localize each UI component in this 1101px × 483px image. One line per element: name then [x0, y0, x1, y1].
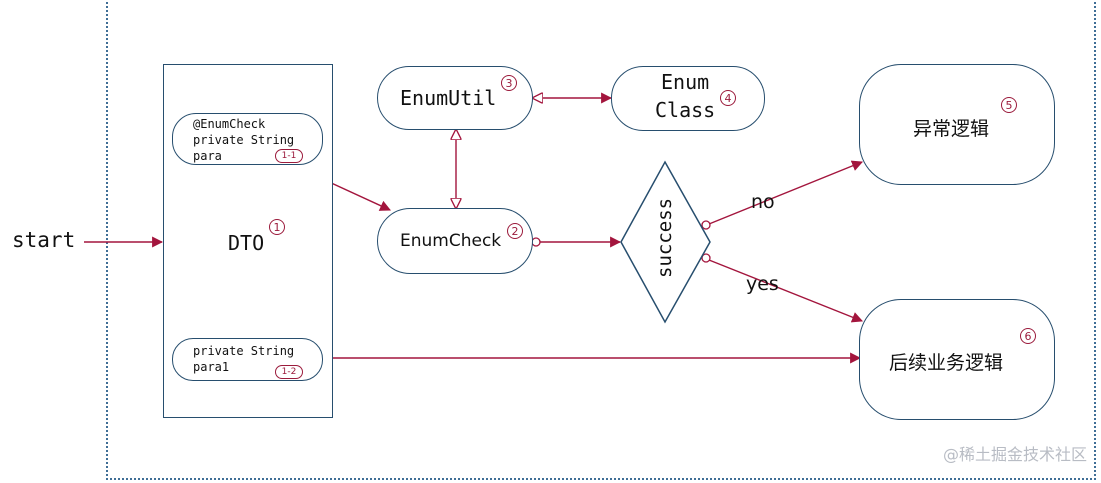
followup-logic-node — [859, 299, 1055, 420]
dto-label: DTO — [228, 231, 265, 255]
edge-label-no: no — [751, 191, 775, 213]
decision-label: success — [654, 197, 676, 278]
edge-label-yes: yes — [746, 273, 779, 295]
field-para-badge: 1-1 — [275, 149, 303, 163]
enumutil-label: EnumUtil — [400, 86, 497, 110]
exception-logic-badge: 5 — [1001, 97, 1017, 113]
start-label: start — [12, 228, 76, 252]
field-para1-line1: private String — [193, 344, 295, 358]
enumcheck-node — [377, 208, 533, 274]
connector-dot — [531, 237, 541, 247]
field-para-line3: para — [193, 149, 222, 163]
arrow-success-to-followup — [708, 259, 864, 323]
enumclass-line2: Class — [655, 98, 716, 122]
enumclass-badge: 4 — [720, 90, 736, 106]
arrow-success-to-exception — [708, 160, 864, 225]
followup-logic-badge: 6 — [1020, 328, 1036, 344]
connector-dot — [701, 253, 711, 263]
field-para-line1: @EnumCheck — [193, 117, 266, 131]
enumclass-node — [611, 66, 765, 131]
field-para1-line2: para1 — [193, 360, 230, 374]
enumcheck-label: EnumCheck — [400, 231, 502, 251]
enumutil-badge: 3 — [501, 75, 517, 91]
exception-logic-node — [859, 64, 1055, 185]
enumclass-line1: Enum — [661, 70, 710, 94]
followup-logic-label: 后续业务逻辑 — [889, 352, 1004, 374]
exception-logic-label: 异常逻辑 — [913, 118, 990, 140]
field-para1-badge: 1-2 — [275, 365, 303, 379]
dto-badge: 1 — [269, 219, 285, 235]
field-para-line2: private String — [193, 133, 295, 147]
decision-diamond — [620, 160, 711, 324]
enumcheck-badge: 2 — [507, 223, 523, 239]
dotted-frame — [106, 0, 1096, 480]
connector-dot — [701, 220, 711, 230]
watermark: @稀土掘金技术社区 — [942, 445, 1087, 464]
